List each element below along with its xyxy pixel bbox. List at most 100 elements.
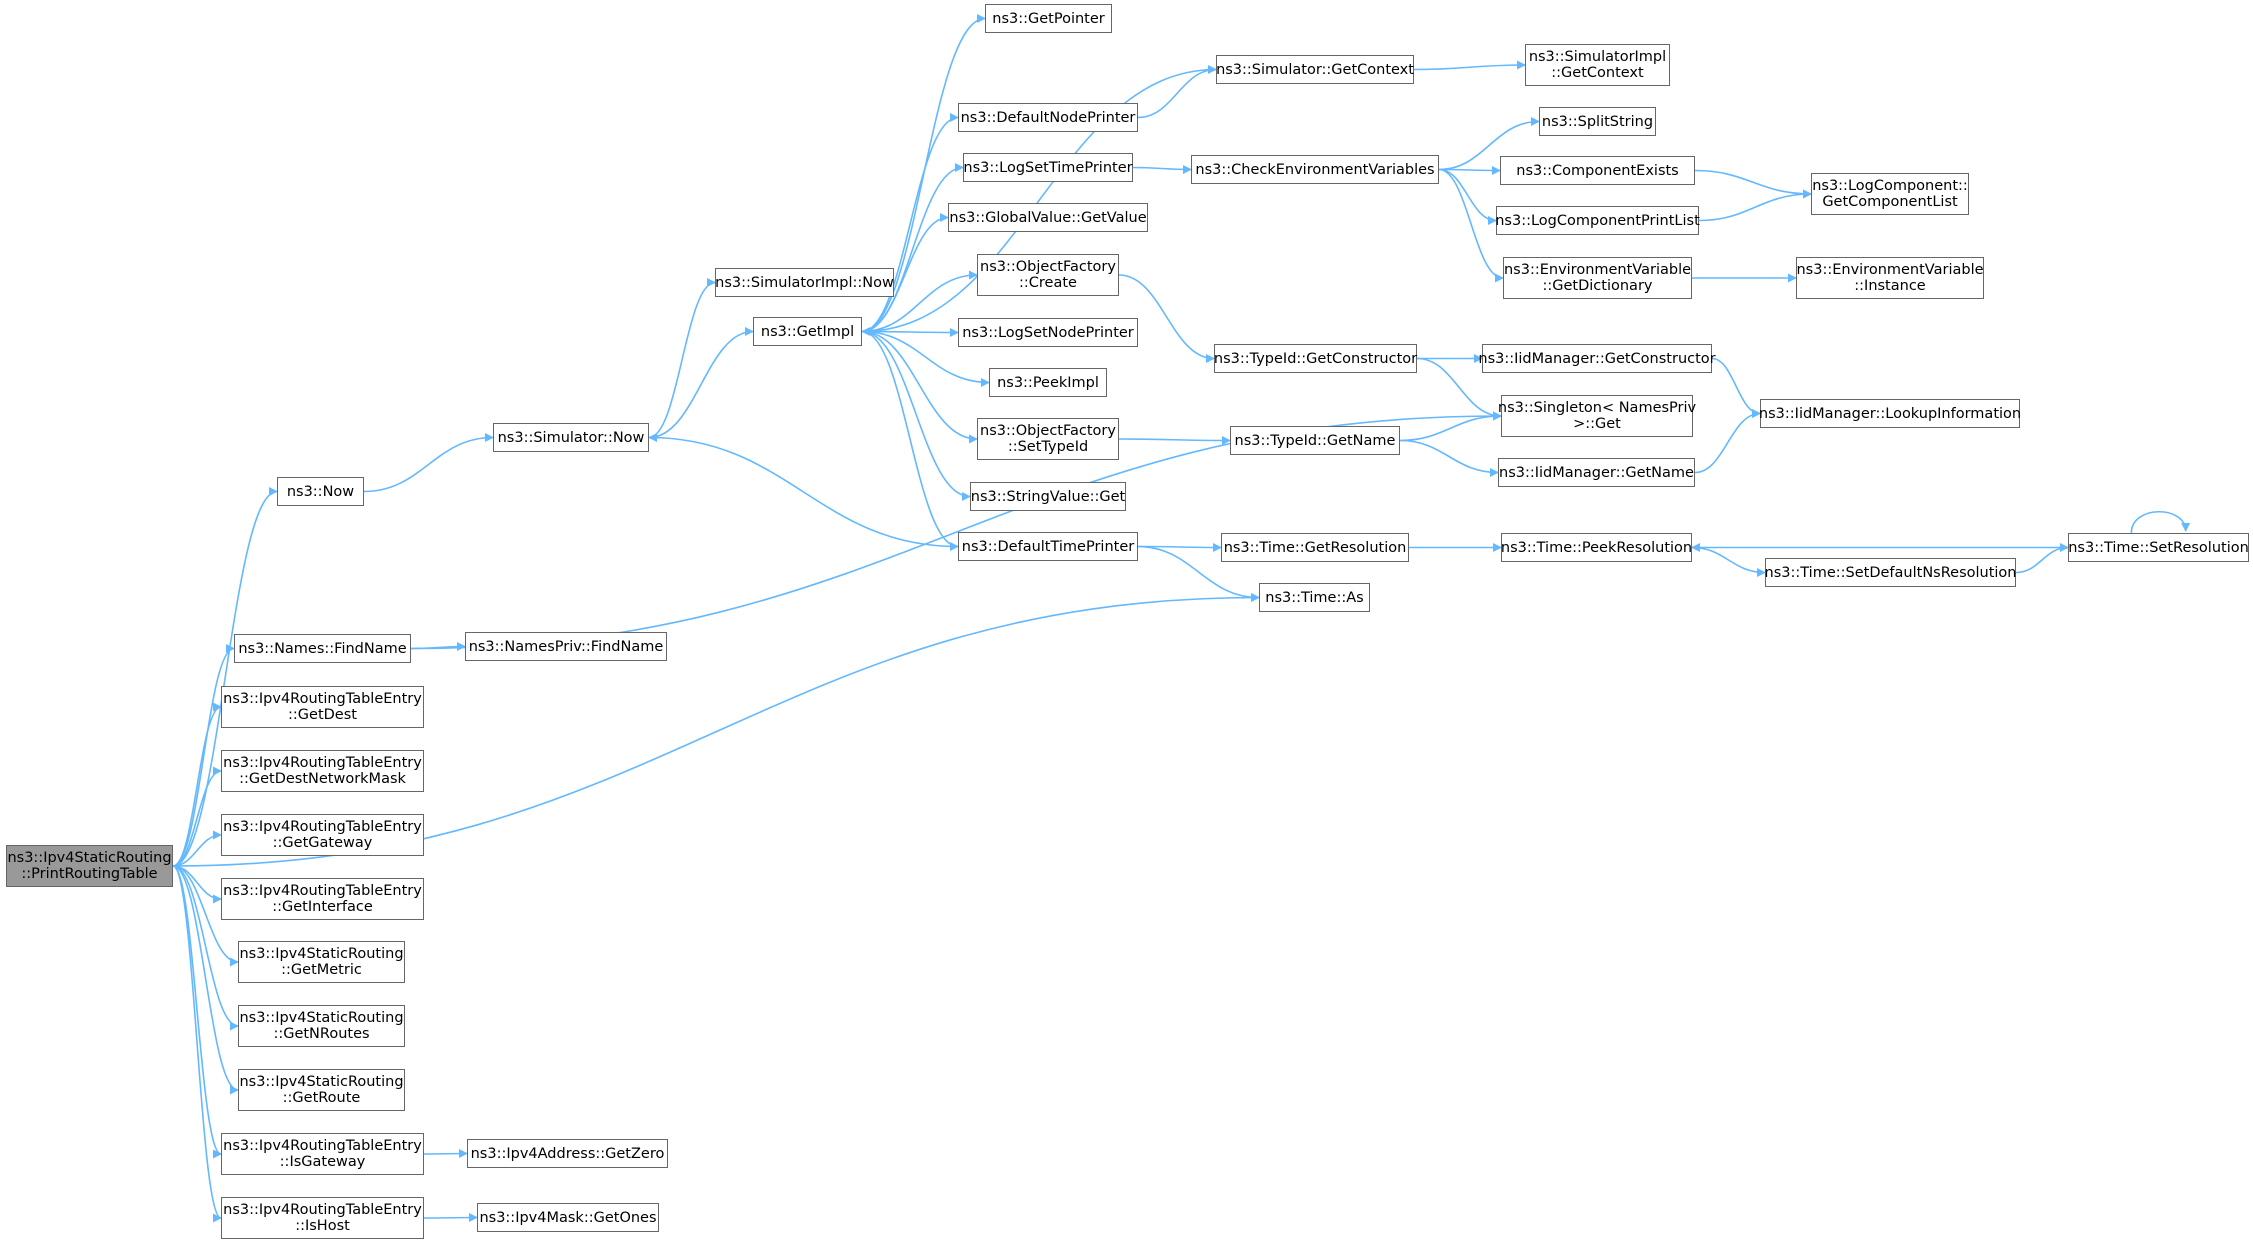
edge-getimpl-to-peekimpl (861, 330, 990, 387)
node-getdest[interactable]: ns3::Ipv4RoutingTableEntry::GetDest (221, 686, 424, 728)
node-label-line: ns3::DefaultTimePrinter (961, 538, 1135, 555)
node-label-line: ns3::GetImpl (760, 323, 855, 340)
node-addrzero[interactable]: ns3::Ipv4Address::GetZero (467, 1139, 668, 1168)
node-nameprivfind[interactable]: ns3::NamesPriv::FindName (465, 632, 667, 661)
node-label-line: ns3::Time::SetResolution (2068, 539, 2249, 556)
node-logcompprint[interactable]: ns3::LogComponentPrintList (1495, 206, 1700, 235)
edge-simgetcontext-to-getimpl (861, 68, 1217, 336)
edge-tidgetctor-to-singletonget (1416, 357, 1502, 421)
node-label-line: ns3::Ipv4StaticRouting (7, 850, 172, 866)
node-timesetdef[interactable]: ns3::Time::SetDefaultNsResolution (1765, 558, 2016, 587)
edge-root-to-getroute (172, 865, 239, 1095)
node-label-line: ns3::Names::FindName (238, 640, 407, 657)
node-label-line: ns3::LogComponentPrintList (1495, 212, 1700, 229)
node-splitstring[interactable]: ns3::SplitString (1539, 107, 1656, 136)
node-label-line: ::GetGateway (272, 835, 373, 851)
edge-defnodeprinter-to-simgetcontext (1137, 65, 1217, 119)
node-getgateway[interactable]: ns3::Ipv4RoutingTableEntry::GetGateway (221, 814, 424, 856)
node-ofcreate[interactable]: ns3::ObjectFactory::Create (977, 254, 1119, 296)
node-label-line: ns3::Ipv4RoutingTableEntry (223, 691, 422, 707)
edge-logsettime-to-checkenv (1132, 164, 1192, 174)
node-iidlookup[interactable]: ns3::IidManager::LookupInformation (1759, 399, 2021, 428)
edge-checkenv-to-compexists (1438, 165, 1501, 175)
node-isgateway[interactable]: ns3::Ipv4RoutingTableEntry::IsGateway (221, 1133, 424, 1175)
node-label-line: ns3::StringValue::Get (970, 488, 1126, 505)
node-label-line: GetComponentList (1822, 194, 1958, 210)
node-deftimeprinter[interactable]: ns3::DefaultTimePrinter (958, 532, 1138, 561)
edge-root-to-getdestmask (172, 766, 222, 867)
node-getimpl[interactable]: ns3::GetImpl (753, 317, 862, 346)
node-simgetcontext[interactable]: ns3::Simulator::GetContext (1216, 55, 1414, 84)
node-compexists[interactable]: ns3::ComponentExists (1500, 156, 1695, 185)
node-getroute[interactable]: ns3::Ipv4StaticRouting::GetRoute (238, 1069, 405, 1111)
edge-root-to-ishost (172, 865, 222, 1223)
node-getpointer[interactable]: ns3::GetPointer (985, 4, 1112, 33)
edge-deftimeprinter-to-simnow (648, 433, 959, 548)
edge-root-to-getdest (172, 702, 222, 867)
edge-now-to-simnow (363, 433, 494, 493)
node-logsettime[interactable]: ns3::LogSetTimePrinter (963, 153, 1133, 182)
node-svget[interactable]: ns3::StringValue::Get (970, 482, 1126, 511)
node-logsetnode[interactable]: ns3::LogSetNodePrinter (958, 318, 1138, 347)
node-label-line: ns3::Time::As (1265, 589, 1364, 606)
node-label-line: ::GetDest (288, 707, 357, 723)
node-simnow[interactable]: ns3::Simulator::Now (493, 423, 649, 452)
node-now[interactable]: ns3::Now (277, 477, 364, 506)
node-gvgetvalue[interactable]: ns3::GlobalValue::GetValue (948, 203, 1148, 232)
node-findname[interactable]: ns3::Names::FindName (234, 634, 411, 663)
node-label-line: ns3::ObjectFactory (980, 259, 1116, 275)
node-timepeekres[interactable]: ns3::Time::PeekResolution (1501, 533, 1692, 562)
node-timesetres[interactable]: ns3::Time::SetResolution (2068, 533, 2249, 562)
node-label-line: ns3::IidManager::GetConstructor (1478, 350, 1716, 367)
edge-simgetcontext-to-simimplctx (1413, 60, 1526, 71)
node-envinstance[interactable]: ns3::EnvironmentVariable::Instance (1796, 257, 1984, 299)
edge-getimpl-to-logsettime (861, 163, 964, 333)
node-envgetdict[interactable]: ns3::EnvironmentVariable::GetDictionary (1503, 257, 1692, 299)
node-label-line: ns3::LogComponent:: (1812, 178, 1968, 194)
node-timeas[interactable]: ns3::Time::As (1259, 583, 1370, 612)
node-checkenv[interactable]: ns3::CheckEnvironmentVariables (1191, 155, 1439, 184)
node-simimplnow[interactable]: ns3::SimulatorImpl::Now (715, 268, 894, 297)
node-label-line: ns3::DefaultNodePrinter (960, 109, 1136, 126)
node-defnodeprinter[interactable]: ns3::DefaultNodePrinter (958, 103, 1138, 132)
node-maskones[interactable]: ns3::Ipv4Mask::GetOnes (477, 1203, 659, 1232)
edge-isgateway-to-addrzero (423, 1149, 468, 1159)
node-label-line: ns3::Ipv4RoutingTableEntry (223, 883, 422, 899)
edge-logcompprint-to-logcomplist (1698, 189, 1812, 222)
node-label-line: ::Create (1019, 275, 1077, 291)
node-label-line: ns3::SimulatorImpl (1528, 49, 1667, 65)
node-ofsettypeid[interactable]: ns3::ObjectFactory::SetTypeId (977, 418, 1119, 460)
node-logcomplist[interactable]: ns3::LogComponent::GetComponentList (1811, 173, 1969, 215)
node-tidgetname[interactable]: ns3::TypeId::GetName (1230, 426, 1400, 455)
node-label-line: ns3::LogSetTimePrinter (963, 159, 1133, 176)
node-getdestmask[interactable]: ns3::Ipv4RoutingTableEntry::GetDestNetwo… (221, 750, 424, 792)
node-label-line: ns3::ComponentExists (1516, 162, 1679, 179)
node-label-line: >::Get (1573, 416, 1621, 432)
node-label-line: ns3::GetPointer (992, 10, 1105, 27)
node-getnroutes[interactable]: ns3::Ipv4StaticRouting::GetNRoutes (238, 1005, 405, 1047)
node-label-line: ns3::EnvironmentVariable (1503, 262, 1692, 278)
edge-deftimeprinter-to-timeas (1137, 545, 1260, 602)
node-getmetric[interactable]: ns3::Ipv4StaticRouting::GetMetric (238, 941, 405, 983)
node-label-line: ns3::Ipv4Address::GetZero (470, 1145, 665, 1162)
node-label-line: ::PrintRoutingTable (21, 866, 158, 882)
edge-timesetres-to-timesetres (2130, 511, 2191, 534)
node-root[interactable]: ns3::Ipv4StaticRouting::PrintRoutingTabl… (6, 845, 173, 887)
node-simimplctx[interactable]: ns3::SimulatorImpl::GetContext (1525, 44, 1670, 86)
edge-iidgetctor-to-iidlookup (1711, 357, 1761, 418)
node-label-line: ::GetContext (1551, 65, 1644, 81)
node-singletonget[interactable]: ns3::Singleton< NamesPriv >::Get (1498, 395, 1696, 437)
node-tidgetctor[interactable]: ns3::TypeId::GetConstructor (1214, 344, 1417, 373)
node-peekimpl[interactable]: ns3::PeekImpl (989, 368, 1107, 397)
node-label-line: ns3::IidManager::GetName (1499, 464, 1694, 481)
node-label-line: ns3::TypeId::GetConstructor (1213, 350, 1418, 367)
node-label-line: ::IsGateway (279, 1154, 366, 1170)
node-label-line: ::GetDictionary (1542, 278, 1653, 294)
edge-ofcreate-to-tidgetctor (1118, 274, 1215, 363)
node-timegetres[interactable]: ns3::Time::GetResolution (1221, 533, 1409, 562)
node-iidgetctor[interactable]: ns3::IidManager::GetConstructor (1478, 344, 1716, 373)
node-iidgetname[interactable]: ns3::IidManager::GetName (1498, 458, 1695, 487)
node-ishost[interactable]: ns3::Ipv4RoutingTableEntry::IsHost (221, 1197, 424, 1239)
node-getinterface[interactable]: ns3::Ipv4RoutingTableEntry::GetInterface (221, 878, 424, 920)
node-label-line: ::GetNRoutes (273, 1026, 370, 1042)
